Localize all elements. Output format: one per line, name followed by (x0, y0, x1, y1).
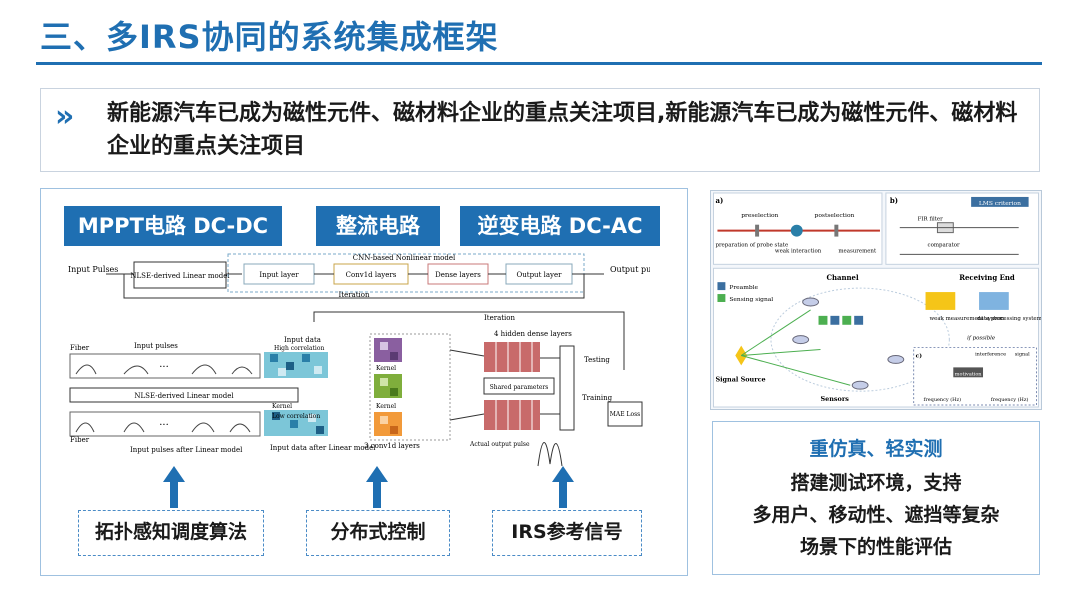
label-nlse-linear-lower: NLSE-derived Linear model (134, 392, 234, 400)
label-input-pulses-after: Input pulses after Linear model (130, 446, 243, 454)
label-mae-loss: MAE Loss (610, 411, 641, 418)
label-conv-layers: Conv1d layers (346, 271, 397, 279)
arrow-up-icon (552, 466, 574, 508)
label-testing: Testing (584, 356, 610, 364)
label-b: b) (890, 196, 898, 205)
actual-output-curve (537, 442, 563, 467)
label-input-layer: Input layer (259, 271, 299, 279)
label-frequency-1: frequency (Hz) (924, 396, 962, 403)
label-if-possible: if possible (967, 336, 995, 342)
box-irs-reference: IRS参考信号 (492, 510, 642, 556)
label-dense-layers: Dense layers (435, 271, 481, 279)
label-iteration-mid: Iteration (484, 314, 516, 322)
weak-meas-block (925, 292, 956, 310)
sensor-node (802, 297, 820, 307)
chip-mppt: MPPT电路 DC-DC (64, 206, 282, 246)
label-cnn-title: CNN-based Nonlinear model (353, 254, 456, 262)
label-fir: FIR filter (918, 217, 944, 223)
label-actual-output: Actual output pulse (469, 441, 530, 448)
label-weak-meas: weak measurement system (930, 316, 1005, 322)
fiber-pulses-lower (69, 411, 261, 437)
svg-text:···: ··· (159, 362, 169, 373)
label-four-hidden: 4 hidden dense layers (494, 330, 572, 338)
nlse-linear-lower-box (69, 387, 299, 403)
box-distributed-control: 分布式控制 (306, 510, 450, 556)
label-signal-source: Signal Source (715, 375, 765, 383)
weak-interaction-node (790, 224, 803, 237)
intro-box: » 新能源汽车已成为磁性元件、磁材料企业的重点关注项目,新能源汽车已成为磁性元件… (40, 88, 1040, 172)
intro-text: 新能源汽车已成为磁性元件、磁材料企业的重点关注项目,新能源汽车已成为磁性元件、磁… (107, 101, 1018, 159)
label-low-correlation: Low correlation (272, 413, 320, 420)
label-kernel-c: Kernel (376, 403, 396, 410)
fiber-pulses-upper (69, 353, 261, 379)
input-data-grid-lower (264, 410, 328, 436)
arrow-up-icon (366, 466, 388, 508)
label-postselection: postselection (815, 212, 855, 219)
dense-block-lower (484, 400, 540, 430)
label-nlse-linear: NLSE-derived Linear model (130, 272, 230, 280)
data-proc-block (979, 292, 1009, 310)
summary-line: 多用户、移动性、遮挡等复杂 (752, 504, 1000, 526)
label-comparator: comparator (928, 242, 960, 248)
label-input-data-after: Input data after Linear model (270, 444, 376, 452)
svg-text:···: ··· (159, 420, 169, 431)
label-three-conv: 3 conv1d layers (364, 442, 420, 450)
label-preamble: Preamble (729, 284, 758, 291)
label-lms: LMS criterion (979, 200, 1021, 207)
double-chevron-icon: » (55, 99, 75, 134)
label-frequency-2: frequency (Hz) (991, 396, 1029, 403)
sensor-node (851, 380, 869, 390)
shared-params-box (483, 377, 555, 395)
label-sensors: Sensors (821, 395, 850, 403)
label-input-pulses-lower: Input pulses (134, 342, 178, 350)
label-data-proc: data processing system (977, 316, 1042, 322)
label-fiber-upper: Fiber (70, 344, 90, 352)
label-receiving-end: Receiving End (959, 273, 1015, 282)
title-underline (36, 62, 1042, 65)
summary-heading: 重仿真、轻实测 (809, 438, 943, 460)
label-motivation: motivation (955, 371, 982, 377)
label-signal: signal (1015, 351, 1030, 357)
label-weak-int: weak interaction (775, 248, 822, 254)
nn-architecture-diagram: Input Pulses NLSE-derived Linear model C… (68, 253, 650, 467)
sensor-node (887, 354, 905, 364)
sensing-system-figure: a) preselection postselection preparatio… (710, 190, 1042, 410)
label-kernel-b: Kernel (376, 365, 396, 372)
label-preselection: preselection (741, 212, 778, 219)
summary-line: 场景下的性能评估 (799, 536, 952, 558)
arrow-up-icon (163, 466, 185, 508)
label-measurement: measurement (838, 248, 877, 254)
label-shared-params: Shared parameters (490, 384, 549, 391)
label-high-correlation: High correlation (274, 345, 324, 352)
label-interference: interference (975, 351, 1006, 357)
label-fiber-lower: Fiber (70, 436, 90, 444)
label-training: Training (582, 394, 613, 402)
label-a: a) (715, 196, 723, 205)
label-prep: preparation of probe state (715, 242, 788, 248)
label-iteration-top: Iteration (338, 291, 370, 299)
label-kernel-a: Kernel (272, 403, 292, 410)
label-output-layer: Output layer (517, 271, 563, 279)
page-title: 三、多IRS协同的系统集成框架 (40, 18, 499, 56)
label-sensing-signal: Sensing signal (729, 296, 773, 303)
dense-block-upper (484, 342, 540, 372)
chip-rectifier: 整流电路 (316, 206, 440, 246)
simulation-summary-box: 重仿真、轻实测 搭建测试环境，支持 多用户、移动性、遮挡等复杂 场景下的性能评估 (712, 421, 1040, 575)
label-channel: Channel (826, 273, 858, 282)
sensor-node (792, 335, 810, 345)
summary-line: 搭建测试环境，支持 (790, 472, 962, 494)
label-input-pulses: Input Pulses (68, 265, 118, 274)
label-input-data: Input data (284, 336, 321, 344)
mae-loss-box (607, 401, 643, 427)
output-concat-bar (559, 345, 575, 431)
nlse-linear-box (133, 261, 227, 289)
lms-criterion-box (971, 196, 1029, 207)
label-output-pulse: Output pulse (610, 265, 650, 274)
chip-inverter: 逆变电路 DC-AC (460, 206, 660, 246)
box-topology-scheduling: 拓扑感知调度算法 (78, 510, 264, 556)
label-c: c) (916, 352, 923, 359)
cnn-model-box (227, 253, 585, 293)
input-data-grid-upper (264, 352, 328, 378)
